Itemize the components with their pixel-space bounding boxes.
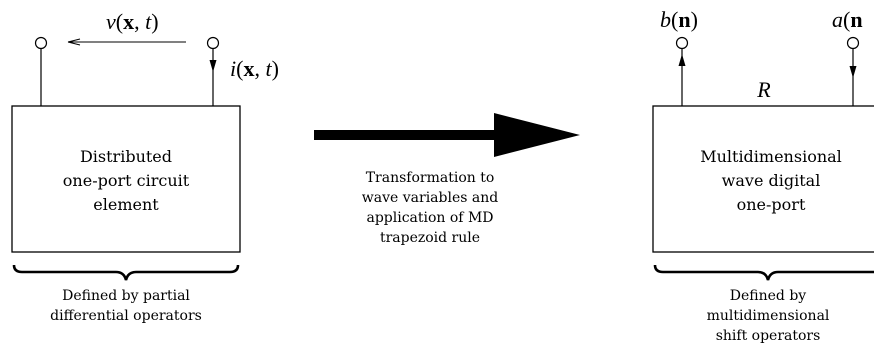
right-caption-line-3: shift operators bbox=[716, 328, 821, 344]
right-terminal-b bbox=[675, 36, 689, 50]
right-section: b(n) a(n R Multidimensional wave digital… bbox=[652, 7, 874, 344]
left-box bbox=[11, 105, 241, 253]
transform-arrow-shaft bbox=[314, 130, 496, 140]
left-box-line-3: element bbox=[93, 195, 159, 214]
a-label: a(n bbox=[832, 7, 863, 32]
left-caption-line-1: Defined by partial bbox=[62, 288, 190, 304]
b-arrow-head bbox=[678, 54, 686, 66]
left-box-line-1: Distributed bbox=[80, 147, 172, 166]
right-terminal-a bbox=[846, 36, 860, 50]
left-section: v(x, t) i(x, t) Distributed one-port cir… bbox=[11, 9, 279, 324]
transform-arrow-head bbox=[494, 113, 580, 157]
right-box-line-2: wave digital bbox=[722, 171, 821, 190]
v-label: v(x, t) bbox=[106, 9, 159, 34]
transform-line-1: Transformation to bbox=[366, 170, 495, 186]
right-brace bbox=[653, 264, 874, 281]
i-label: i(x, t) bbox=[230, 56, 279, 81]
left-box-line-2: one-port circuit bbox=[63, 171, 190, 190]
transform-line-3: application of MD bbox=[366, 210, 493, 226]
left-terminal-i bbox=[206, 36, 220, 50]
right-caption-line-2: multidimensional bbox=[707, 308, 830, 324]
right-box bbox=[652, 105, 874, 253]
transform-line-2: wave variables and bbox=[362, 190, 498, 206]
voltage-arrow-head bbox=[67, 38, 81, 46]
b-label: b(n) bbox=[660, 7, 698, 32]
left-caption-line-2: differential operators bbox=[50, 308, 202, 324]
middle-section: Transformation to wave variables and app… bbox=[314, 113, 580, 246]
right-box-line-3: one-port bbox=[737, 195, 806, 214]
a-arrow-head bbox=[849, 66, 857, 78]
transform-line-4: trapezoid rule bbox=[380, 230, 480, 246]
current-arrow-head bbox=[209, 60, 217, 72]
left-brace bbox=[12, 264, 240, 281]
right-box-line-1: Multidimensional bbox=[700, 147, 842, 166]
right-caption-line-1: Defined by bbox=[730, 288, 807, 304]
r-label: R bbox=[756, 77, 771, 102]
left-terminal-v bbox=[34, 36, 48, 50]
